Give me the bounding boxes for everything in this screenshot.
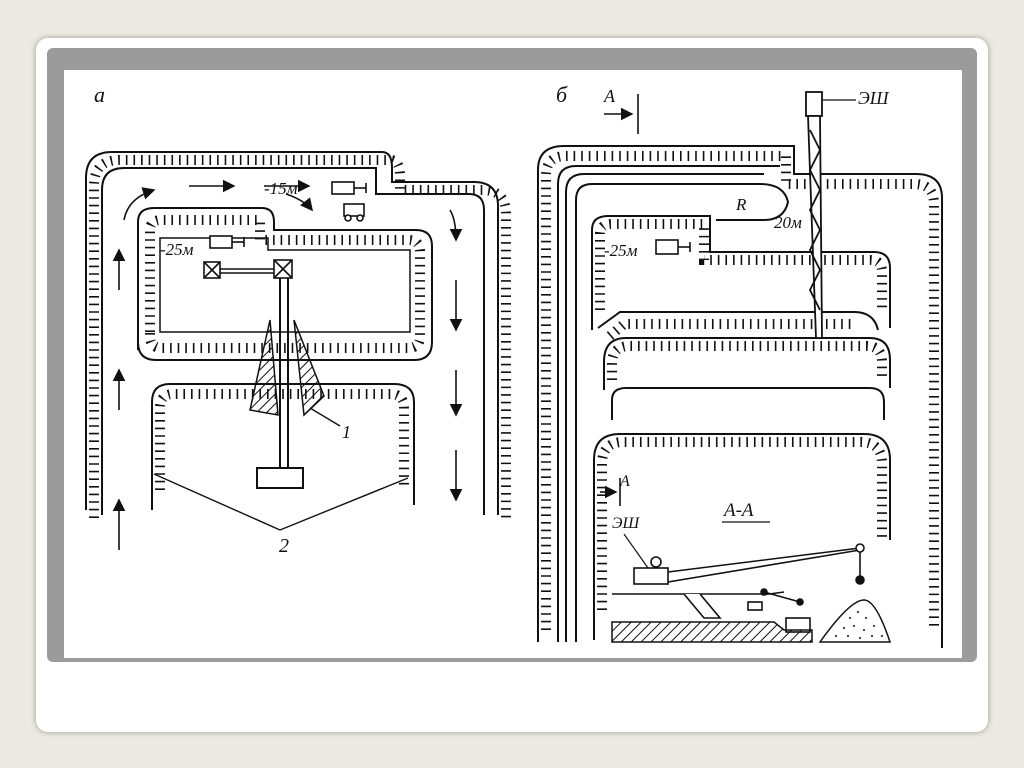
panel-b-level-lower: -25м [604,241,638,260]
section-machine-label: ЭШ [612,515,640,532]
panel-b-marker-top-label: А [603,86,616,106]
panel-a-machines [203,181,367,279]
panel-b-middle-bench [591,215,891,330]
panel-a-traffic-arrows [112,179,463,550]
panel-a-letter: а [94,82,105,107]
panel-a-outer-bench [85,151,511,523]
panel-b-marker-bottom-label: А [619,473,630,490]
panel-a-conveyor-and-spoil [249,278,325,489]
panel-b-machine-label-top: ЭШ [858,88,890,108]
panel-b-dragline-machine [655,239,691,255]
panel-b-letter: б [556,82,568,107]
spoil-pile-dots [835,611,883,639]
panel-a-level-lower: -25м [160,240,194,259]
panel-a-callouts [153,407,409,531]
panel-b-section-marker-bottom [600,478,621,506]
panel-a-level-upper: -15м [264,179,298,198]
panel-a-inner-bench [137,207,433,361]
panel-b: б А [537,82,943,648]
panel-b-outer-benches [537,145,943,648]
section-a-a: А-А ЭШ [611,500,892,643]
panel-b-level-upper: 20м [774,213,802,232]
panel-b-working-benches [597,311,891,420]
panel-a: а [85,82,511,557]
panel-b-dragline-boom [805,91,856,339]
panel-b-radius-label: R [735,195,747,214]
section-a-a-title: А-А [722,500,754,521]
panel-a-lower-bench [151,383,415,510]
quarry-scheme-drawing: а [64,70,962,658]
panel-b-bottom-bench [593,433,891,640]
panel-b-section-marker-top [604,94,639,134]
panel-a-callout-2: 2 [279,535,289,557]
panel-a-callout-1: 1 [342,422,351,442]
